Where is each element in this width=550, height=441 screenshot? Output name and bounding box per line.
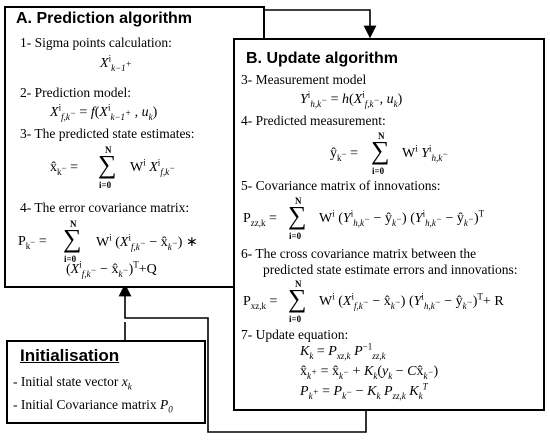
eq-error-covariance: Pk− = N ∑ i=0 Wi (Xif,k− − x̂k−) ∗ (Xif,… [18,219,198,279]
step-cross-covariance-cont: predicted state estimate errors and inno… [263,262,518,277]
eq-predicted-measurement: ŷk− = N ∑ i=0 Wi Yih,k− [330,131,449,176]
summation-symbol: ∑ [98,150,117,179]
eq-covariance-update: Pk+ = Pk− − Kk Pzz,k KkT [300,381,428,401]
step-error-covariance: 4- The error covariance matrix: [20,200,190,215]
eq-innovation-covariance: Pzz,k = N ∑ i=0 Wi (Yih,k− − ŷk−) (Yih,k… [243,196,485,241]
step-cross-covariance: 6- The cross covariance matrix between t… [241,246,477,261]
eq-cross-covariance: Pxz,k = N ∑ i=0 Wi (Xif,k− − x̂k−) (Yih,… [243,279,504,324]
sum-upper-limit: N [105,145,112,155]
init-covariance-matrix: - Initial Covariance matrix P0 [13,397,173,415]
arrow-predict-to-update [265,9,377,39]
step-innovation-covariance: 5- Covariance matrix of innovations: [241,178,441,193]
update-title: B. Update algorithm [246,50,399,67]
eq-predicted-state: x̂k− = N ∑ i=0 Wi Xif,k− [50,145,176,190]
eq-prediction-model: Xif,k− = f(Xik−1+ , uk) [50,102,158,122]
update-algorithm-box [233,38,545,411]
step-sigma-points: 1- Sigma points calculation: [20,35,172,50]
step-update-equation: 7- Update equation: [241,327,349,342]
eq-kalman-gain: Kk = Pxz,k P−1zz,k [300,341,386,361]
initialisation-title: Initialisation [20,346,120,365]
prediction-algorithm-box [4,6,265,288]
init-state-vector-label: - Initial state vector [13,374,119,389]
init-covariance-label: - Initial Covariance matrix [13,397,157,412]
eq-sigma-points: Xik−1+ [100,53,132,73]
eq-measurement-model: Yih,k− = h(Xif,k−, uk) [300,89,403,109]
prediction-title: A. Prediction algorithm [16,10,193,27]
initialisation-box [6,340,206,424]
eq-state-update: x̂k+ = x̂k− + Kk(yk − Cx̂k−) [300,364,439,381]
arrow-update-to-predict [118,283,367,433]
sum-lower-limit: i=0 [99,180,112,190]
init-state-vector: - Initial state vector xk [13,374,132,392]
step-predicted-measurement: 4- Predicted measurement: [241,113,386,128]
step-measurement-model: 3- Measurement model [241,72,367,87]
step-prediction-model: 2- Prediction model: [20,85,131,100]
step-predicted-state: 3- The predicted state estimates: [20,126,195,141]
